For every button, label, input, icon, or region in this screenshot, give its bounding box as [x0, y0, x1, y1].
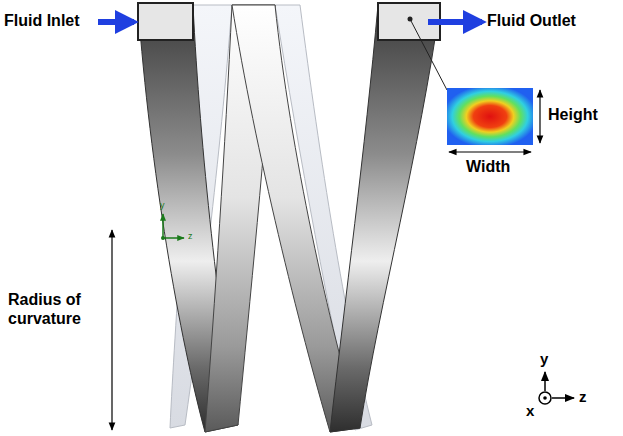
axis-label: z	[579, 388, 587, 405]
dimension-label: Height	[548, 106, 598, 124]
axis-label: y	[160, 200, 165, 210]
outlet-label: Fluid Outlet	[487, 12, 576, 30]
axis-label: z	[188, 231, 193, 241]
dimension-label: Radius of curvature	[8, 290, 100, 328]
axis-label: y	[540, 350, 548, 367]
inlet-label: Fluid Inlet	[4, 12, 80, 30]
axis-label: x	[526, 402, 534, 419]
dimension-label: Width	[466, 158, 510, 176]
